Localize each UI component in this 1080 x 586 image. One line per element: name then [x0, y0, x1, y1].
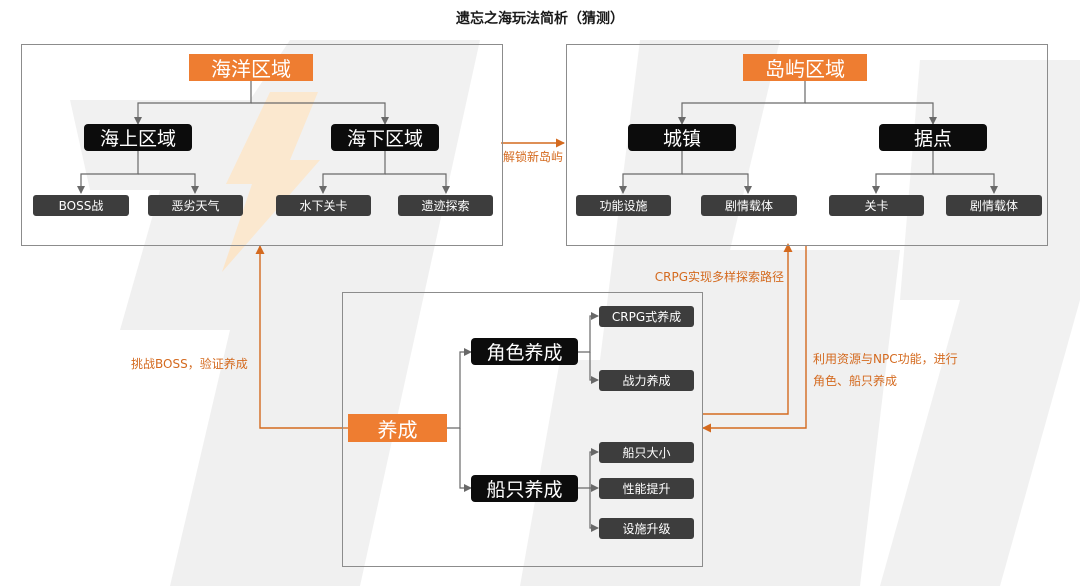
undersea-node: 海下区域 [331, 124, 439, 151]
character-growth-node: 角色养成 [471, 338, 578, 365]
flow-label-resources-2: 角色、船只养成 [813, 374, 898, 388]
island-root-node: 岛屿区域 [743, 54, 867, 81]
growth-root-node: 养成 [348, 414, 447, 442]
leaf-ship-size: 船只大小 [599, 442, 694, 463]
page-title: 遗忘之海玩法简析（猜测） [456, 11, 624, 27]
stronghold-node: 据点 [879, 124, 987, 151]
leaf-boss-fight: BOSS战 [33, 195, 129, 216]
flow-label-crpg: CRPG实现多样探索路径 [654, 270, 784, 284]
flow-label-boss: 挑战BOSS，验证养成 [131, 357, 248, 371]
flow-label-resources-1: 利用资源与NPC功能，进行 [813, 352, 958, 366]
leaf-underwater-stage: 水下关卡 [276, 195, 371, 216]
leaf-facility-upgrade: 设施升级 [599, 518, 694, 539]
watermark-bolt [222, 92, 320, 272]
leaf-bad-weather: 恶劣天气 [148, 195, 243, 216]
leaf-facilities: 功能设施 [576, 195, 671, 216]
leaf-story-stronghold: 剧情载体 [946, 195, 1042, 216]
leaf-ruins-explore: 遗迹探索 [398, 195, 493, 216]
leaf-story-town: 剧情载体 [701, 195, 797, 216]
ocean-root-node: 海洋区域 [189, 54, 313, 81]
town-node: 城镇 [628, 124, 736, 151]
flow-label-unlock: 解锁新岛屿 [503, 150, 564, 164]
ship-growth-node: 船只养成 [471, 475, 578, 502]
leaf-stage: 关卡 [829, 195, 924, 216]
leaf-crpg-growth: CRPG式养成 [599, 306, 694, 327]
leaf-performance: 性能提升 [599, 478, 694, 499]
sea-surface-node: 海上区域 [84, 124, 192, 151]
leaf-power-growth: 战力养成 [599, 370, 694, 391]
